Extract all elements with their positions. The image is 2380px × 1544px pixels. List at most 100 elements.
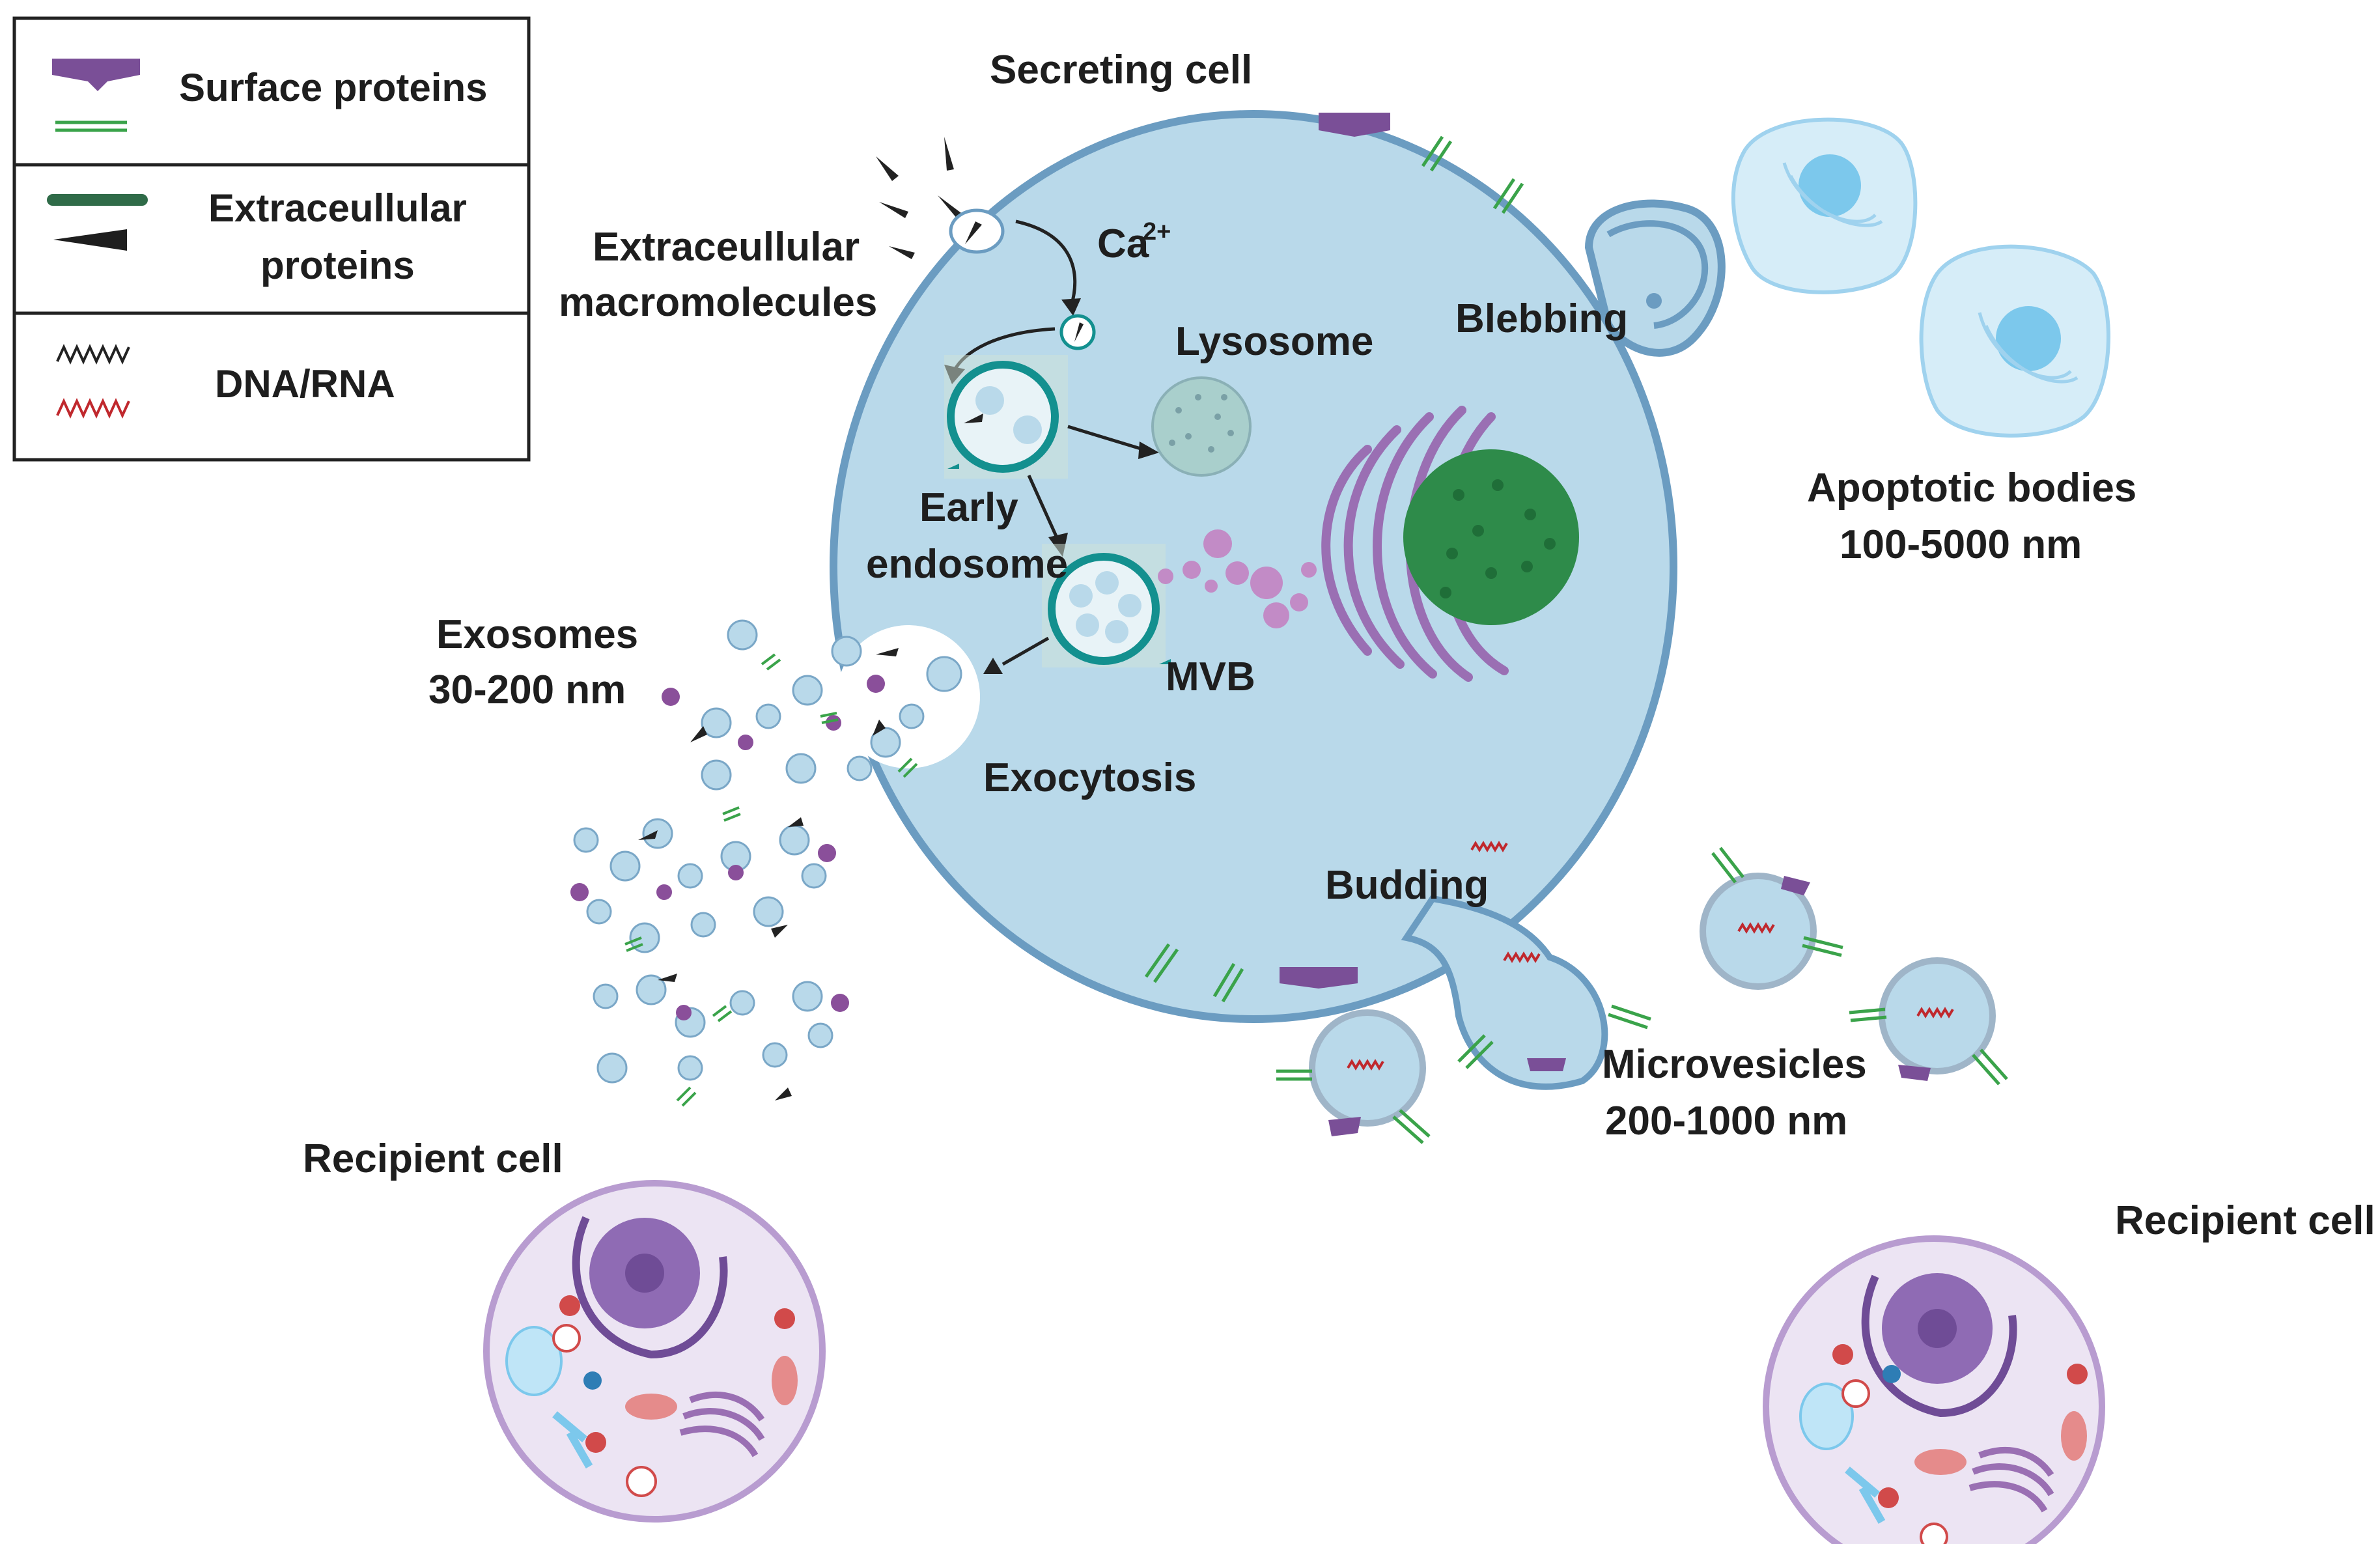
exosome-purple-particles	[570, 675, 885, 1020]
label-microvesicles-2: 200-1000 nm	[1605, 1099, 1847, 1144]
recipient-cell-left-centrosome	[583, 1371, 602, 1390]
exosome-wedges	[638, 648, 899, 1101]
label-extracellular-macromolecules-1: Extraceullular	[593, 225, 860, 270]
mvb-tail	[1159, 659, 1171, 664]
exosome-cloud	[570, 619, 962, 1107]
arrow-pit-to-vesicle	[1015, 219, 1077, 307]
arrow-head-5	[983, 658, 1003, 674]
microvesicle-3	[1879, 957, 1996, 1074]
recipient-cell-right-dot-2	[1878, 1487, 1899, 1508]
recipient-cell-right-vesicle	[1841, 1379, 1870, 1408]
legend-dna-rna: DNA/RNA	[215, 362, 395, 406]
mvb-ilvs	[1069, 571, 1141, 643]
endocytic-pit-cargo	[965, 221, 982, 244]
recipient-cell-left-golgi	[679, 1392, 765, 1457]
extracellular-protein-wedge-icon	[53, 229, 127, 251]
secreting-cell-body	[830, 110, 1677, 1023]
legend-surface-proteins: Surface proteins	[179, 66, 487, 109]
microvesicle-1-protein	[1328, 1117, 1361, 1136]
legend-box-surface	[12, 16, 531, 167]
recipient-cell-right-lysosome	[1920, 1523, 1948, 1544]
recipient-cell-right-rod-2	[1858, 1486, 1886, 1524]
label-budding: Budding	[1325, 863, 1489, 908]
extracellular-macromolecule-wedges	[876, 137, 964, 259]
microvesicle-1-markers	[1276, 1069, 1431, 1144]
recipient-cell-right-vacuole	[1799, 1383, 1854, 1450]
recipient-cell-right-centrosome	[1883, 1365, 1901, 1383]
legend-extracellular-line2: proteins	[260, 244, 415, 287]
microvesicle-3-rna	[1916, 1007, 1954, 1018]
microvesicle-bud-rna	[1503, 951, 1541, 963]
recipient-cell-left	[483, 1180, 826, 1523]
dna-icon	[56, 344, 130, 365]
recipient-cell-left-dot-2	[585, 1432, 606, 1453]
legend-box-dna	[12, 311, 531, 462]
label-recipient-cell-right: Recipient cell	[2115, 1198, 2375, 1243]
early-endosome-ilv-1	[975, 386, 1004, 415]
recipient-cell-left-nucleolus	[625, 1254, 664, 1293]
rna-icon	[56, 398, 130, 419]
arrow-head-3	[1138, 442, 1159, 459]
golgi-vesicles	[1158, 529, 1317, 628]
recipient-cell-right-mito-1	[1914, 1449, 1967, 1475]
label-early-endosome-1: Early	[919, 485, 1018, 530]
apoptotic-body-2-swirls	[1978, 312, 2079, 384]
recipient-cell-left-mito-1	[625, 1394, 677, 1420]
microvesicle-2-protein	[1781, 876, 1810, 895]
bleb-protrusion	[1584, 199, 1726, 357]
surface-protein-bottom	[1280, 967, 1358, 989]
surface-green-markers	[1144, 135, 1524, 1003]
recipient-cell-left-lysosome	[626, 1466, 657, 1497]
recipient-cell-left-vesicle	[552, 1324, 581, 1353]
label-blebbing: Blebbing	[1455, 296, 1628, 341]
recipient-cell-left-rod-2	[566, 1431, 593, 1468]
bleb-inner	[1606, 220, 1709, 329]
label-recipient-cell-left: Recipient cell	[303, 1136, 563, 1181]
label-exosomes-1: Exosomes	[436, 612, 638, 657]
label-ca-charge: 2+	[1143, 218, 1171, 246]
extracellular-protein-bar-icon	[47, 194, 148, 206]
recipient-cell-right-rod-1	[1845, 1467, 1880, 1498]
exosome-vesicles	[573, 619, 962, 1084]
microvesicles	[1276, 841, 2008, 1144]
recipient-cell-left-er	[572, 1216, 728, 1359]
lysosome-granules	[1169, 394, 1234, 453]
apoptotic-body-1-nucleus	[1799, 154, 1861, 217]
budding-green-markers	[1457, 1004, 1651, 1069]
early-endosome	[947, 361, 1059, 473]
arrow-head-1	[1061, 298, 1081, 316]
apoptotic-body-2-nucleus	[1996, 306, 2061, 371]
microvesicle-1-rna	[1347, 1059, 1384, 1071]
surface-protein-icon	[52, 59, 140, 91]
recipient-cell-right-mito-2	[2061, 1411, 2087, 1461]
recipient-cell-right-golgi	[1968, 1447, 2054, 1513]
microvesicle-2-rna	[1737, 922, 1775, 934]
exosome-green-markers	[624, 653, 918, 1107]
surface-protein-top	[1319, 113, 1390, 137]
arrow-mvb-to-exocytosis	[1001, 636, 1050, 666]
mvb	[1048, 553, 1160, 665]
label-early-endosome-2: endosome	[866, 542, 1068, 587]
microvesicle-1	[1309, 1009, 1426, 1127]
budding-rna-top	[1470, 841, 1508, 852]
microvesicle-3-protein	[1898, 1065, 1931, 1081]
label-extracellular-macromolecules-2: macromolecules	[559, 280, 877, 325]
legend-extracellular-line1: Extraceullular	[208, 186, 467, 230]
microvesicle-3-markers	[1849, 1007, 2008, 1086]
recipient-cell-right-dot-1	[1832, 1344, 1853, 1365]
bleb-dot	[1646, 293, 1662, 309]
label-apoptotic-bodies-2: 100-5000 nm	[1840, 522, 2082, 567]
recipient-cell-left-dot-3	[774, 1308, 795, 1329]
arrow-endosome-to-lysosome	[1067, 425, 1143, 451]
secreting-cell	[830, 110, 1726, 1090]
budding-surface-protein	[1527, 1058, 1566, 1071]
lysosome	[1151, 376, 1252, 477]
arrow-endosome-to-mvb	[1027, 474, 1060, 542]
small-vesicle-cargo	[1074, 322, 1084, 342]
budding-neck	[1401, 895, 1608, 1090]
recipient-cell-left-rod-1	[552, 1411, 587, 1442]
early-endosome-tail	[947, 464, 959, 469]
label-mvb: MVB	[1166, 654, 1255, 699]
recipient-cell-left-vacuole	[505, 1326, 563, 1396]
